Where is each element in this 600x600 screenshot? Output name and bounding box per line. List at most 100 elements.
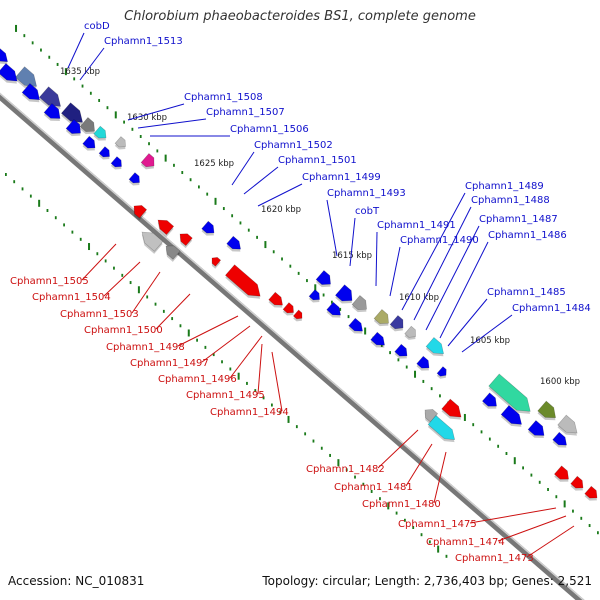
reverse-gene-block [570, 475, 584, 491]
forward-gene-leader [79, 47, 105, 81]
forward-gene-block-body [226, 235, 241, 250]
reverse-gene-label: Cphamn1_1497 [130, 358, 209, 369]
forward-gene-label: Cphamn1_1489 [465, 181, 544, 192]
forward-gene-block [0, 45, 8, 65]
forward-gene-block [488, 373, 531, 414]
forward-gene-label: Cphamn1_1491 [377, 220, 456, 231]
forward-gene-block [527, 420, 545, 438]
forward-gene-block [348, 317, 363, 334]
reverse-gene-block-body [584, 485, 598, 499]
forward-gene-block [334, 284, 353, 304]
forward-gene-block-body [43, 103, 61, 119]
reverse-gene-label: Cphamn1_1481 [334, 482, 413, 493]
reverse-gene-block [165, 245, 181, 262]
forward-gene-block-body [21, 83, 40, 101]
forward-gene-label: cobT [355, 206, 380, 217]
reverse-gene-label: Cphamn1_1503 [60, 309, 139, 320]
reverse-gene-block [268, 291, 283, 308]
forward-gene-block-body [0, 45, 8, 63]
forward-gene-block [114, 136, 126, 150]
forward-gene-block [425, 337, 444, 357]
forward-gene-block [38, 86, 62, 109]
forward-gene-block-body [326, 301, 341, 316]
forward-gene-block-body [394, 343, 408, 357]
accession-label: Accession: NC_010831 [8, 574, 145, 588]
forward-gene-block-body [500, 405, 523, 425]
reverse-gene-leader [469, 507, 557, 524]
position-marker-label: 1605 kbp [470, 336, 510, 346]
forward-gene-label: Cphamn1_1507 [206, 107, 285, 118]
forward-gene-leader [439, 241, 489, 339]
genome-backbone [0, 92, 585, 600]
forward-gene-block [98, 146, 110, 160]
forward-gene-block [308, 289, 320, 303]
forward-gene-label: Cphamn1_1486 [488, 230, 567, 241]
reverse-gene-block [427, 415, 456, 443]
forward-gene-block [93, 125, 107, 141]
forward-gene-block-body [351, 295, 367, 310]
forward-gene-block-body [436, 366, 447, 377]
position-marker-label: 1630 kbp [127, 113, 167, 123]
forward-gene-block [404, 325, 416, 340]
forward-gene-block-body [201, 220, 215, 234]
forward-gene-leader [67, 32, 85, 69]
forward-gene-block [65, 119, 81, 137]
reverse-gene-label: Cphamn1_1482 [306, 464, 385, 475]
forward-gene-block-body [416, 355, 430, 369]
forward-gene-block-body [370, 331, 385, 346]
reverse-gene-block [133, 205, 148, 221]
reverse-gene-block [141, 231, 164, 254]
reverse-gene-block [224, 264, 261, 299]
reverse-gene-label: Cphamn1_1504 [32, 292, 111, 303]
forward-gene-leader [461, 314, 513, 353]
forward-gene-block-body [537, 400, 556, 419]
reverse-gene-leader [131, 271, 161, 314]
reverse-gene-label: Cphamn1_1500 [84, 325, 163, 336]
forward-gene-block-body [79, 117, 95, 132]
map-title: Chlorobium phaeobacteroides BS1, complet… [124, 9, 476, 24]
reverse-gene-label: Cphamn1_1473 [455, 553, 534, 564]
reverse-gene-block-body [157, 219, 175, 236]
position-marker-label: 1635 kbp [60, 67, 100, 77]
forward-gene-label: Cphamn1_1499 [302, 172, 381, 183]
reverse-gene-block-body [141, 231, 164, 252]
position-marker-label: 1610 kbp [399, 293, 439, 303]
forward-gene-block-body [527, 420, 545, 436]
forward-gene-block-body [98, 146, 110, 158]
forward-gene-block-body [114, 136, 126, 148]
forward-gene-block [110, 156, 122, 170]
forward-gene-block-body [481, 392, 497, 407]
reverse-gene-block [157, 219, 175, 238]
reverse-gene-block-body [224, 264, 261, 297]
forward-gene-block-body [65, 119, 81, 134]
forward-gene-leader [401, 192, 466, 311]
forward-gene-leader [243, 166, 279, 195]
forward-gene-label: Cphamn1_1508 [184, 92, 263, 103]
forward-gene-block [0, 63, 18, 84]
reverse-gene-block-body [211, 257, 222, 267]
forward-gene-label: Cphamn1_1493 [327, 188, 406, 199]
reverse-gene-leader [377, 429, 419, 469]
reverse-gene-block-body [268, 291, 283, 306]
forward-gene-leader [137, 118, 207, 129]
forward-gene-label: Cphamn1_1485 [487, 287, 566, 298]
reverse-gene-block-body [282, 302, 294, 314]
forward-gene-block-body [389, 315, 404, 330]
reverse-gene-block [179, 233, 193, 249]
reverse-gene-block-body [570, 475, 584, 489]
forward-gene-block [416, 355, 430, 371]
forward-gene-block-body [552, 431, 567, 446]
position-marker-label: 1615 kbp [332, 251, 372, 261]
position-marker-label: 1625 kbp [194, 159, 234, 169]
genome-backbone-highlight [0, 92, 585, 600]
forward-gene-leader [257, 183, 303, 207]
reverse-gene-block [584, 485, 598, 501]
reverse-gene-block [292, 309, 303, 322]
reverse-gene-leader [229, 335, 263, 379]
reverse-gene-leader [155, 293, 191, 330]
reverse-gene-block [553, 465, 569, 482]
reverse-gene-block [282, 302, 294, 316]
forward-gene-block-body [425, 337, 444, 355]
